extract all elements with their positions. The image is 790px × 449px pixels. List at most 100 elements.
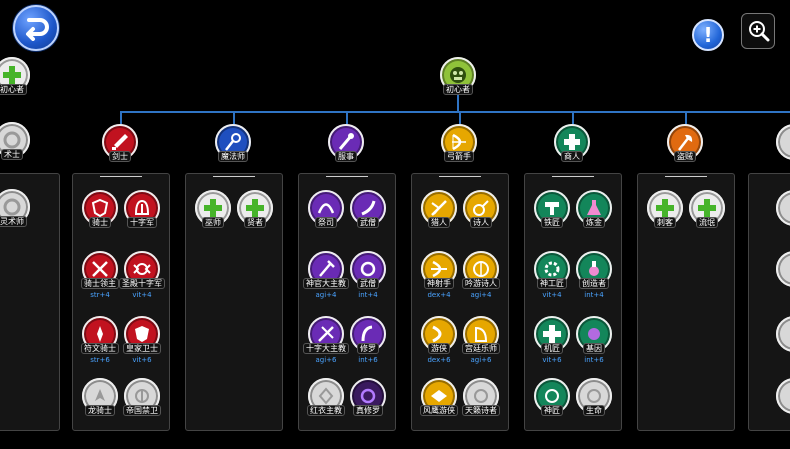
gear-icon — [544, 261, 560, 277]
zoom-in-icon — [749, 21, 770, 42]
meister-icon — [545, 389, 559, 403]
priest-icon — [317, 203, 335, 214]
connector-merchant — [572, 111, 574, 125]
node-archer-r1-b[interactable]: 诗人 — [463, 190, 499, 228]
node-merchant-r4-b[interactable]: 生命 — [576, 378, 612, 416]
helmet-icon — [134, 199, 150, 215]
node-archer[interactable]: 弓箭手 — [441, 124, 477, 162]
node-archer-r2-a[interactable]: 神射手 dex+4 — [421, 251, 457, 299]
sword-icon — [112, 134, 128, 150]
branch-acolyte — [326, 176, 368, 177]
node-swordsman-r2-a[interactable]: 骑士领主 str+4 — [81, 251, 119, 299]
staff-icon — [225, 133, 241, 151]
shield-icon — [91, 198, 109, 218]
info-button[interactable]: ! — [692, 19, 724, 51]
axe-icon — [678, 134, 693, 151]
node-acolyte-r4-a[interactable]: 红衣主教 — [307, 378, 345, 416]
plus-icon — [3, 66, 21, 84]
node-archer-r3-b[interactable]: 宫廷乐师 agi+6 — [462, 316, 500, 364]
node-left-novice[interactable]: 初心者 — [0, 57, 30, 95]
royal-shield-icon — [135, 326, 149, 342]
node-swordsman-r4-a[interactable]: 龙骑士 — [82, 378, 118, 416]
lute-icon — [473, 200, 489, 216]
back-button[interactable] — [13, 5, 59, 51]
node-archer-r3-a[interactable]: 游侠 dex+6 — [421, 316, 457, 364]
plus-icon — [698, 199, 716, 217]
plus-icon — [246, 199, 264, 217]
node-merchant[interactable]: 商人 — [554, 124, 590, 162]
wind-hawk-icon — [431, 390, 447, 402]
zoom-in-button[interactable] — [741, 13, 775, 49]
ranger-icon — [432, 325, 442, 343]
true-sura-icon — [360, 388, 376, 404]
node-archer-r1-a[interactable]: 猎人 — [421, 190, 457, 228]
node-novice[interactable]: 初心者 — [440, 57, 476, 95]
hunter-icon — [431, 200, 447, 216]
mechanic-icon — [543, 325, 561, 343]
node-thief[interactable]: 盗贼 — [667, 124, 703, 162]
node-archer-r2-b[interactable]: 吟游诗人 agi+4 — [462, 251, 500, 299]
troubadour-icon — [474, 389, 488, 403]
node-merchant-r2-b[interactable]: 创造者 int+4 — [576, 251, 612, 299]
node-acolyte-r2-a[interactable]: 神官大主教 agi+4 — [303, 251, 349, 299]
node-acolyte-r2-b[interactable]: 武僧 int+4 — [350, 251, 386, 299]
flask-icon — [587, 200, 601, 215]
branch-merchant — [552, 176, 594, 177]
node-acolyte-r3-b[interactable]: 修罗 int+6 — [350, 316, 386, 364]
winged-helm-icon — [133, 263, 151, 275]
node-acolyte-r1-b[interactable]: 武僧 — [350, 190, 386, 228]
node-swordsman-r2-b[interactable]: 圣殿十字军 vit+4 — [119, 251, 165, 299]
genetic-icon — [588, 328, 600, 340]
biolo-icon — [587, 389, 601, 403]
node-acolyte[interactable]: 服事 — [328, 124, 364, 162]
swirl-icon — [3, 198, 21, 216]
cardinal-icon — [318, 387, 334, 405]
node-swordsman-r3-a[interactable]: 符文骑士 str+6 — [81, 316, 119, 364]
novice-face-icon — [450, 67, 466, 83]
mace-icon — [338, 133, 354, 150]
node-thief-r1-a[interactable]: 刺客 — [647, 190, 683, 228]
node-swordsman-r4-b[interactable]: 帝国禁卫 — [123, 378, 161, 416]
node-mage[interactable]: 魔法师 — [215, 124, 251, 162]
dragon-icon — [95, 389, 105, 401]
branch-mage — [213, 176, 255, 177]
node-archer-r4-a[interactable]: 风鹰游侠 — [420, 378, 458, 416]
sniper-icon — [431, 260, 447, 278]
swirl-icon — [3, 131, 21, 149]
champion-icon — [360, 261, 376, 277]
node-swordsman-r1-b[interactable]: 十字军 — [124, 190, 160, 228]
exclamation-icon: ! — [703, 23, 713, 47]
node-thief-r1-b[interactable]: 流氓 — [689, 190, 725, 228]
plus-icon — [204, 199, 222, 217]
connector-archer — [459, 111, 461, 125]
node-merchant-r1-a[interactable]: 铁匠 — [534, 190, 570, 228]
bow-icon — [452, 133, 466, 151]
node-acolyte-r1-a[interactable]: 祭司 — [308, 190, 344, 228]
archbishop-icon — [318, 326, 334, 342]
node-acolyte-r4-b[interactable]: 真修罗 — [350, 378, 386, 416]
branch-thief — [665, 176, 707, 177]
node-merchant-r2-a[interactable]: 神工匠 vit+4 — [534, 251, 570, 299]
node-merchant-r3-b[interactable]: 基因 int+6 — [576, 316, 612, 364]
branch-archer — [439, 176, 481, 177]
plus-icon — [656, 199, 674, 217]
node-merchant-r1-b[interactable]: 炼金 — [576, 190, 612, 228]
connector-novice-down — [457, 92, 459, 112]
node-swordsman-r1-a[interactable]: 骑士 — [82, 190, 118, 228]
cross-emblem-icon — [564, 134, 580, 150]
monk-fist-icon — [361, 200, 376, 216]
holy-staff-icon — [319, 260, 335, 277]
node-left-partial-3[interactable]: 灵术师 — [0, 189, 30, 227]
harp-icon — [475, 326, 488, 342]
node-mage-r1-b[interactable]: 贤者 — [237, 190, 273, 228]
node-right-partial-1[interactable] — [776, 124, 790, 160]
node-acolyte-r3-a[interactable]: 十字大主教 agi+6 — [303, 316, 349, 364]
potion-icon — [589, 261, 599, 276]
node-merchant-r3-a[interactable]: 机匠 vit+6 — [534, 316, 570, 364]
node-merchant-r4-a[interactable]: 神匠 — [534, 378, 570, 416]
node-swordsman[interactable]: 剑士 — [102, 124, 138, 162]
node-archer-r4-b[interactable]: 天籁诗者 — [462, 378, 500, 416]
node-swordsman-r3-b[interactable]: 皇家卫士 vit+6 — [123, 316, 161, 364]
node-left-partial-2[interactable]: 术士 — [0, 122, 30, 160]
node-mage-r1-a[interactable]: 巫师 — [195, 190, 231, 228]
